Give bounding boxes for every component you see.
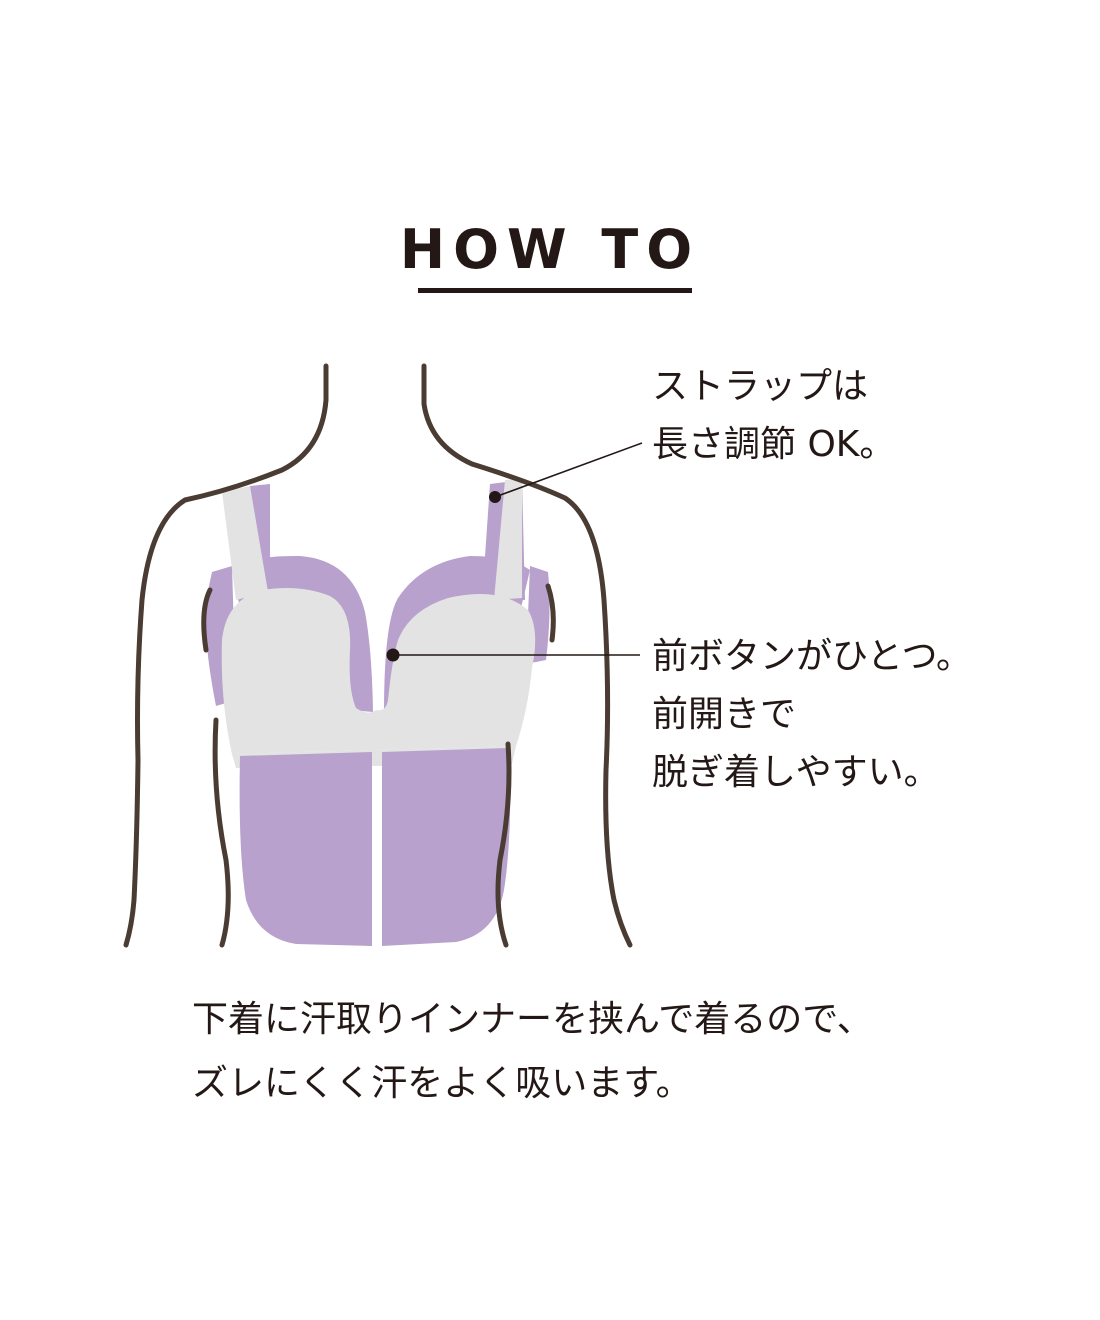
front-button-callout-line: 前ボタンがひとつ。 xyxy=(652,636,973,677)
strap-marker-dot xyxy=(489,491,501,503)
inner-arm-right xyxy=(495,741,512,948)
front-button-callout-line: 脱ぎ着しやすい。 xyxy=(652,752,940,793)
caption: 下着に汗取りインナーを挟んで着るので、 ズレにくく汗をよく吸います。 xyxy=(192,988,873,1116)
left-strap-lavender xyxy=(250,484,270,592)
strap-leader-line xyxy=(494,442,643,498)
body-outline-right xyxy=(421,363,633,948)
strap-callout-line: 長さ調節 OK。 xyxy=(652,424,896,465)
bra-body xyxy=(221,588,536,754)
page-title: HOW TO xyxy=(399,218,701,281)
body-outline-left xyxy=(123,363,329,948)
front-button-callout: 前ボタンがひとつ。 前開きで 脱ぎ着しやすい。 xyxy=(652,628,972,802)
strap-callout: ストラップは 長さ調節 OK。 xyxy=(652,358,895,474)
strap-callout-line: ストラップは xyxy=(652,366,869,407)
lower-right-panel xyxy=(382,748,511,946)
caption-line: ズレにくく汗をよく吸います。 xyxy=(192,1063,692,1104)
caption-line: 下着に汗取りインナーを挟んで着るので、 xyxy=(192,999,873,1040)
armpit-right xyxy=(545,583,556,643)
right-strap-grey xyxy=(494,478,522,600)
armpit-left xyxy=(201,587,213,653)
title-underline xyxy=(418,288,692,293)
lower-left-panel xyxy=(239,752,372,946)
left-strap-grey xyxy=(222,486,268,600)
inner-arm-left xyxy=(212,717,231,948)
front-button-callout-line: 前開きで xyxy=(652,694,797,735)
front-button-dot xyxy=(386,648,400,662)
